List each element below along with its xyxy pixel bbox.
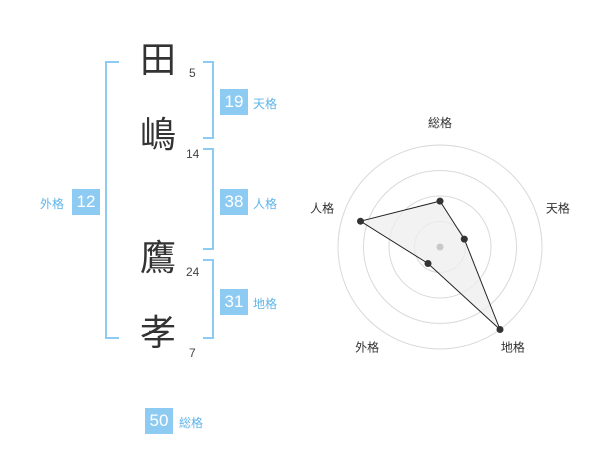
radar-point-1 <box>436 197 444 205</box>
radar-axis-label-3: 地格 <box>501 339 525 354</box>
radar-axis-label-5: 人格 <box>310 201 334 216</box>
gaikaku-bracket <box>105 61 119 339</box>
name-char-2: 嶋 <box>139 115 176 156</box>
radar-point-4 <box>424 260 432 267</box>
stroke-count-2: 14 <box>186 147 200 161</box>
name-char-1: 田 <box>139 40 176 81</box>
soukaku-value: 50 <box>145 408 173 434</box>
chikaku-value: 31 <box>220 289 248 315</box>
radar-axis-label-2: 天格 <box>546 201 570 216</box>
radar-axis-label-4: 外格 <box>355 339 379 354</box>
radar-ring-3 <box>363 170 517 324</box>
tenkaku-bracket <box>203 61 214 139</box>
gaikaku-label: 外格 <box>40 197 65 211</box>
name-char-3: 鷹 <box>139 238 176 279</box>
jinkaku-value: 38 <box>220 189 248 215</box>
radar-point-2 <box>460 235 468 243</box>
gaikaku-value: 12 <box>72 189 100 215</box>
radar-axis-label-1: 総格 <box>428 115 452 130</box>
jinkaku-label: 人格 <box>253 197 278 211</box>
radar-point-3 <box>496 326 504 333</box>
tenkaku-value: 19 <box>220 89 248 115</box>
chikaku-bracket <box>203 259 214 339</box>
stroke-count-4: 7 <box>189 346 196 360</box>
radar-ring-2 <box>388 195 492 299</box>
stroke-count-3: 24 <box>186 265 200 279</box>
soukaku-label: 総格 <box>179 416 204 430</box>
radar-ring-4 <box>337 144 543 350</box>
radar-points <box>357 197 504 333</box>
stroke-count-1: 5 <box>189 66 196 80</box>
jinkaku-bracket <box>203 148 214 250</box>
radar-point-5 <box>357 217 364 225</box>
name-char-4: 孝 <box>139 313 176 354</box>
tenkaku-label: 天格 <box>253 97 278 111</box>
chikaku-label: 地格 <box>253 297 278 311</box>
radar-center-dot <box>436 243 444 251</box>
